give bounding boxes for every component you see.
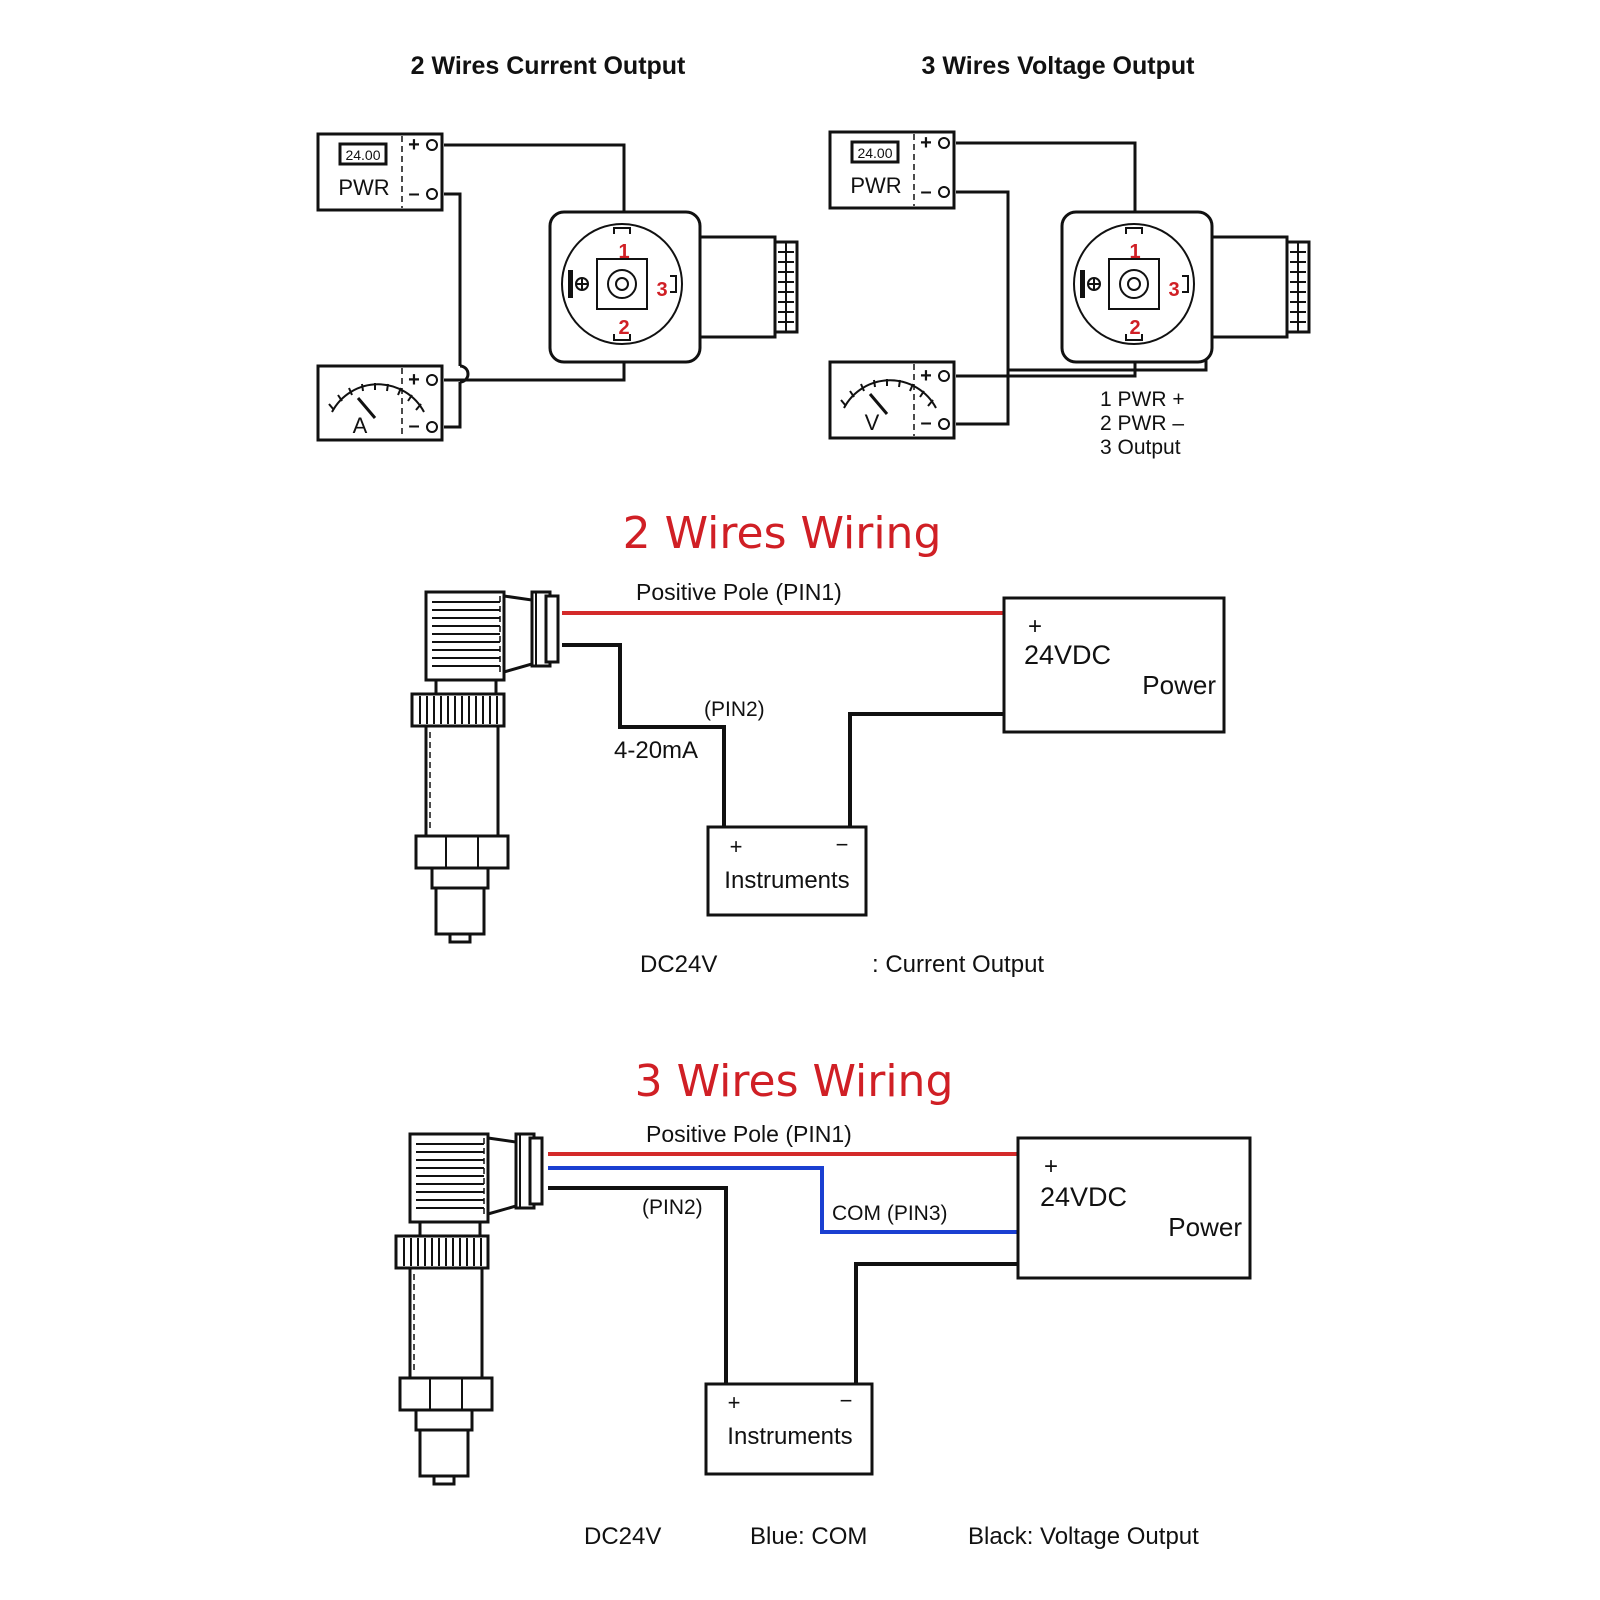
voltmeter-box: V + – — [828, 360, 956, 440]
com-wire — [548, 1166, 1018, 1234]
v-pwr-plus-sign: + — [920, 132, 932, 154]
three-wire-pin2-label: (PIN2) — [642, 1196, 703, 1219]
pin-legend-line-2: 2 PWR – — [1100, 412, 1184, 435]
pin-legend-line-3: 3 Output — [1100, 436, 1181, 459]
wire-v-pwr-plus — [956, 141, 1137, 232]
pin-3-label: 3 — [656, 279, 667, 301]
v-pwr-plus-terminal — [938, 137, 950, 149]
ammeter-minus-sign: – — [408, 415, 419, 437]
pin-2-label: 2 — [618, 317, 629, 339]
two-wire-inst-minus: − — [836, 832, 849, 857]
two-wire-title: 2 Wires Wiring — [623, 508, 942, 559]
current-range-label: 4-20mA — [614, 737, 698, 764]
v-connector-socket-icon — [1060, 210, 1311, 364]
two-wire-wiring-section: 2 Wires Wiring Positive Pole (PIN1) (PIN… — [410, 508, 1226, 978]
v-pin-2-label: 2 — [1129, 317, 1140, 339]
two-wire-footer-left: DC24V — [640, 951, 717, 978]
two-wire-power-label: Power — [1142, 670, 1216, 700]
three-wire-power-box: + 24VDC Power — [1016, 1136, 1252, 1280]
three-wire-transmitter-icon — [394, 1132, 544, 1486]
v-pwr-label: PWR — [850, 173, 901, 198]
pwr-plus-sign: + — [408, 134, 420, 156]
pwr-minus-terminal — [426, 188, 438, 200]
ammeter-label: A — [353, 413, 368, 438]
voltmeter-minus-sign: – — [920, 412, 931, 434]
v-pin-3-label: 3 — [1168, 279, 1179, 301]
voltage-signal-wire — [548, 1186, 728, 1384]
three-wire-footer-right: Black: Voltage Output — [968, 1523, 1199, 1550]
pin-1-label: 1 — [618, 241, 629, 263]
two-wire-footer-right: : Current Output — [872, 951, 1044, 978]
current-signal-wire — [562, 643, 726, 827]
three-wire-footer-left: DC24V — [584, 1523, 661, 1550]
three-wire-instruments-box: + − Instruments — [704, 1382, 874, 1476]
three-wire-inst-minus: − — [840, 1388, 853, 1413]
three-wire-wiring-section: 3 Wires Wiring Positive Pole (PIN1) (PIN… — [394, 1056, 1252, 1550]
connector-socket-icon — [548, 210, 799, 364]
wire-meter-minus — [444, 382, 462, 429]
pin-legend: 1 PWR + 2 PWR – 3 Output — [1100, 388, 1185, 459]
v-power-supply-box: 24.00 PWR + – — [828, 130, 956, 210]
three-wire-inst-label: Instruments — [727, 1423, 852, 1450]
two-wire-positive-label: Positive Pole (PIN1) — [636, 579, 842, 605]
wire-pwr-plus — [444, 143, 626, 232]
wire-crossover — [459, 364, 470, 384]
pwr-minus-sign: – — [408, 183, 419, 205]
three-wire-footer-mid: Blue: COM — [750, 1523, 867, 1550]
v-pwr-display: 24.00 — [857, 145, 892, 161]
ammeter-box: A + – — [316, 364, 444, 442]
ammeter-plus-terminal — [426, 374, 438, 386]
two-wire-inst-label: Instruments — [724, 867, 849, 894]
three-wire-positive-label: Positive Pole (PIN1) — [646, 1121, 852, 1147]
v-pin-1-label: 1 — [1129, 241, 1140, 263]
two-wire-inst-plus: + — [730, 834, 743, 859]
wire-v-pwr-minus — [956, 190, 1010, 426]
current-output-title: 2 Wires Current Output — [411, 52, 686, 80]
ammeter-plus-sign: + — [408, 369, 420, 391]
three-wire-power-label: Power — [1168, 1212, 1242, 1242]
two-wire-pin2-label: (PIN2) — [704, 698, 765, 721]
ammeter-minus-terminal — [426, 421, 438, 433]
com-pin3-label: COM (PIN3) — [832, 1202, 948, 1225]
voltmeter-plus-terminal — [938, 370, 950, 382]
voltmeter-label: V — [865, 410, 880, 435]
three-wire-power-voltage: 24VDC — [1040, 1182, 1127, 1212]
power-return-wire — [848, 712, 1004, 827]
v-pwr-minus-sign: – — [920, 181, 931, 203]
v-pwr-minus-terminal — [938, 186, 950, 198]
two-wire-power-voltage: 24VDC — [1024, 640, 1111, 670]
pwr-plus-terminal — [426, 139, 438, 151]
pwr-label: PWR — [338, 175, 389, 200]
three-wire-title: 3 Wires Wiring — [635, 1056, 954, 1107]
voltage-output-schematic: 3 Wires Voltage Output 24.00 PWR + – V +… — [828, 52, 1311, 459]
two-wire-power-plus: + — [1028, 613, 1042, 640]
voltage-output-title: 3 Wires Voltage Output — [922, 52, 1196, 80]
three-wire-power-plus: + — [1044, 1153, 1058, 1180]
voltmeter-minus-terminal — [938, 418, 950, 430]
two-wire-instruments-box: + − Instruments — [706, 825, 868, 917]
three-wire-return-wire — [854, 1262, 1018, 1384]
power-supply-box: 24.00 PWR + – — [316, 132, 444, 212]
pin-legend-line-1: 1 PWR + — [1100, 388, 1185, 411]
three-wire-inst-plus: + — [728, 1390, 741, 1415]
current-output-schematic: 2 Wires Current Output 24.00 PWR + – A +… — [316, 52, 799, 442]
voltmeter-plus-sign: + — [920, 365, 932, 387]
pwr-display: 24.00 — [345, 147, 380, 163]
transmitter-icon — [410, 590, 560, 944]
wire-pwr-minus — [444, 192, 462, 366]
two-wire-power-box: + 24VDC Power — [1002, 596, 1226, 734]
